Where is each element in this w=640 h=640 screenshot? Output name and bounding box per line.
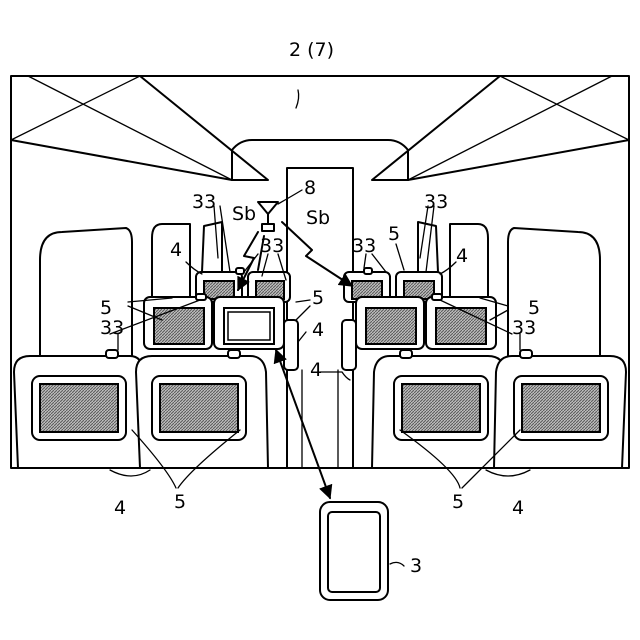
label-terminal: 3 xyxy=(410,555,422,577)
label-seat-device: 33 xyxy=(424,191,448,213)
label-signal-right: Sb xyxy=(306,207,330,229)
label-seat-device: 33 xyxy=(100,317,124,339)
label-seat: 4 xyxy=(310,359,322,381)
signal-right xyxy=(282,222,352,286)
label-display: 5 xyxy=(100,297,112,319)
label-display: 5 xyxy=(174,491,186,513)
label-seat: 4 xyxy=(512,497,524,519)
label-seat-device: 33 xyxy=(512,317,536,339)
label-display: 5 xyxy=(528,297,540,319)
portable-terminal xyxy=(320,502,388,600)
label-display: 5 xyxy=(452,491,464,513)
label-display: 5 xyxy=(388,223,400,245)
label-seat: 4 xyxy=(456,245,468,267)
label-cabin: 2 (7) xyxy=(289,39,334,61)
label-display: 5 xyxy=(312,287,324,309)
antenna-icon xyxy=(258,202,278,231)
label-antenna: 8 xyxy=(304,177,316,199)
label-seat-device: 33 xyxy=(192,191,216,213)
label-seat: 4 xyxy=(170,239,182,261)
label-seat: 4 xyxy=(114,497,126,519)
label-seat: 4 xyxy=(312,319,324,341)
label-signal-left: Sb xyxy=(232,203,256,225)
label-seat-device: 33 xyxy=(352,235,376,257)
label-seat-device: 33 xyxy=(260,235,284,257)
